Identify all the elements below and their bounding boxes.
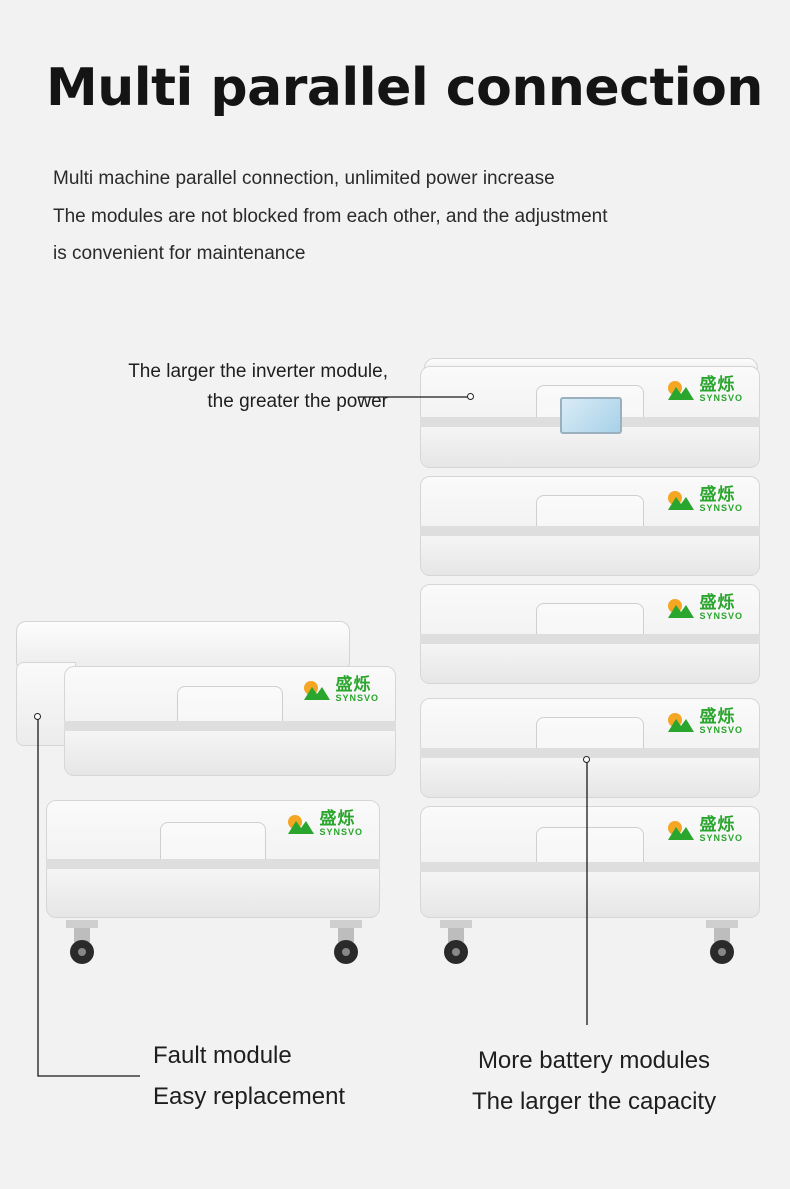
synsvo-logo-icon <box>668 381 695 400</box>
caster-wheel-icon <box>66 920 98 964</box>
description-line-2: The modules are not blocked from each ot… <box>53 205 608 227</box>
synsvo-logo-icon <box>668 821 695 840</box>
callout-fault-module: Fault module Easy replacement <box>153 1042 346 1110</box>
brand-logo: 盛烁 SYNSVO <box>666 377 743 403</box>
brand-name-cn: 盛烁 <box>699 375 736 395</box>
synsvo-logo-icon <box>668 713 695 732</box>
synsvo-logo-icon <box>288 815 315 834</box>
callout-dot-fault <box>34 713 41 720</box>
callout-dot-inverter <box>467 393 474 400</box>
callout-dot-battery <box>583 756 590 763</box>
callout-inverter: The larger the inverter module, the grea… <box>128 361 388 412</box>
brand-name-en: SYNSVO <box>699 393 743 403</box>
description-line-3: is convenient for maintenance <box>53 243 306 264</box>
caster-wheel-icon <box>440 920 472 964</box>
synsvo-logo-icon <box>668 599 695 618</box>
page-title: Multi parallel connection <box>46 58 763 118</box>
stack-lid <box>16 621 350 667</box>
lcd-screen-icon <box>560 397 622 434</box>
caster-wheel-icon <box>330 920 362 964</box>
description-line-1: Multi machine parallel connection, unlim… <box>53 168 555 189</box>
synsvo-logo-icon <box>668 491 695 510</box>
description: Multi machine parallel connection, unlim… <box>53 160 608 273</box>
callout-battery-modules: More battery modules The larger the capa… <box>471 1047 717 1115</box>
caster-wheel-icon <box>706 920 738 964</box>
synsvo-logo-icon <box>304 681 331 700</box>
